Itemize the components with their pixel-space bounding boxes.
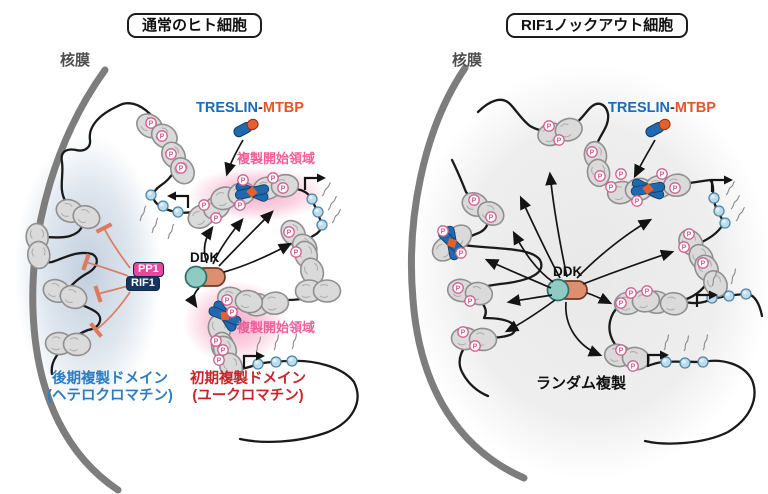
treslin-recruitment-arrow	[633, 139, 656, 179]
nucleosome	[24, 221, 52, 271]
treslin-text: TRESLIN	[196, 100, 259, 116]
treslin-mtbp-label: TRESLIN-MTBP	[196, 100, 304, 117]
nuclear-membrane-label: 核膜	[452, 52, 483, 69]
late-replication-domain-label: 後期複製ドメイン (ヘテロクロマチン)	[30, 371, 190, 404]
late-domain-line1: 後期複製ドメイン	[52, 371, 168, 387]
rif1-badge: RIF1	[126, 276, 160, 291]
nucleus-interior-shade	[408, 64, 768, 480]
transcription-arrow	[165, 190, 190, 210]
pp1-badge: PP1	[133, 262, 164, 277]
nucleosome	[294, 279, 342, 303]
late-domain-line2: (ヘテロクロマチン)	[47, 387, 173, 404]
ddk-molecule	[184, 265, 226, 289]
early-domain-line2: (ユークロマチン)	[192, 387, 304, 404]
nuclear-membrane-arc	[408, 64, 528, 482]
mtbp-text: MTBP	[674, 100, 716, 116]
hyphen-text: -	[670, 100, 675, 116]
mtbp-text: MTBP	[262, 100, 304, 116]
nucleosome	[44, 331, 92, 357]
early-domain-line1: 初期複製ドメイン	[190, 371, 306, 387]
ddk-label: DDK	[190, 250, 220, 265]
panel-title-rif1-knockout-cells: RIF1ノックアウト細胞	[506, 13, 689, 39]
nuclear-membrane-arc	[29, 66, 122, 494]
treslin-text: TRESLIN	[608, 100, 671, 116]
left-panel-graphics	[14, 66, 359, 494]
ddk-activation-arrows	[484, 171, 675, 357]
hyphen-text: -	[258, 100, 263, 116]
nuclear-membrane-label: 核膜	[60, 52, 91, 69]
ddk-label: DDK	[553, 264, 583, 279]
ddk-activation-arrows	[184, 210, 293, 309]
random-replication-label: ランダム複製	[536, 375, 627, 392]
panel-title-normal-cells: 通常のヒト細胞	[127, 13, 263, 39]
ddk-molecule	[546, 278, 588, 302]
replication-initiation-region-label-top: 複製開始領域	[237, 151, 316, 166]
treslin-mtbp-capsule	[231, 116, 261, 140]
rif1-pp1-inhibition-arrows	[81, 222, 131, 338]
treslin-mtbp-label: TRESLIN-MTBP	[608, 100, 716, 117]
replication-initiation-region-label-bottom: 複製開始領域	[237, 320, 316, 335]
right-panel-graphics	[408, 64, 768, 482]
treslin-recruitment-arrow	[224, 139, 244, 177]
early-replication-domain-label: 初期複製ドメイン (ユークロマチン)	[188, 371, 308, 404]
